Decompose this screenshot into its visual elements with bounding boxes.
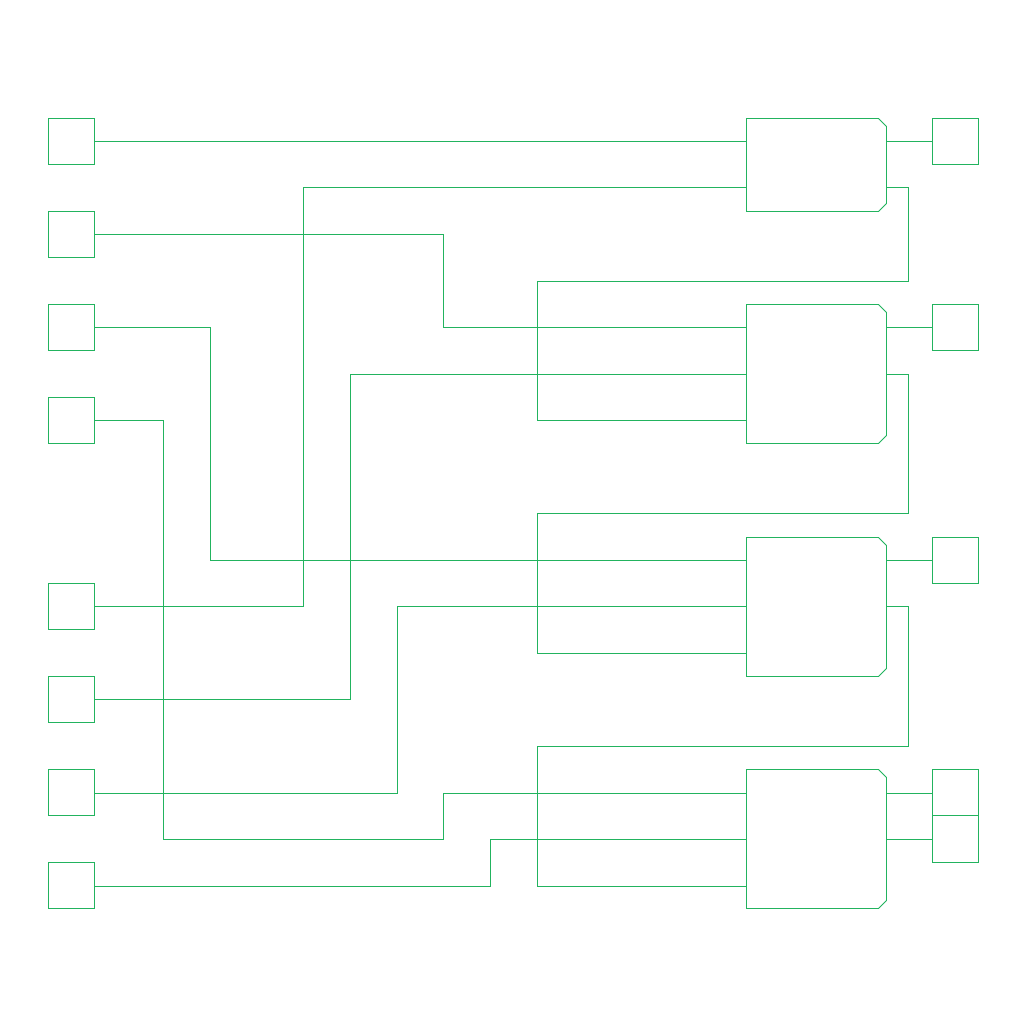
- input-pin[interactable]: [48, 304, 95, 351]
- wire-block-1-block-2: [537, 187, 909, 421]
- wire-in-7-block-3: [94, 606, 747, 794]
- input-pin[interactable]: [48, 583, 95, 630]
- input-pin[interactable]: [48, 211, 95, 258]
- logic-block[interactable]: [746, 537, 887, 677]
- input-pin[interactable]: [48, 118, 95, 165]
- input-pin[interactable]: [48, 862, 95, 909]
- wire-in-6-block-2: [94, 374, 747, 700]
- logic-block[interactable]: [746, 769, 887, 909]
- wire-block-3-block-4: [537, 606, 909, 887]
- output-pin[interactable]: [932, 815, 979, 863]
- input-pin[interactable]: [48, 397, 95, 444]
- wire-block-2-block-3: [537, 374, 909, 654]
- logic-block-column: [746, 118, 887, 909]
- output-pin-column: [932, 118, 979, 863]
- output-pin[interactable]: [932, 304, 979, 351]
- wire-in-5-block-1: [94, 187, 747, 607]
- logic-block[interactable]: [746, 118, 887, 212]
- wire-in-2-block-2: [94, 234, 747, 328]
- input-pin[interactable]: [48, 769, 95, 816]
- wire-in-3-block-3: [94, 327, 747, 561]
- input-pin[interactable]: [48, 676, 95, 723]
- wire-layer: [94, 141, 933, 887]
- wire-in-4-block-4: [94, 420, 747, 840]
- wire-in-8-block-4: [94, 839, 747, 887]
- output-pin[interactable]: [932, 537, 979, 584]
- logic-block[interactable]: [746, 304, 887, 444]
- output-pin[interactable]: [932, 118, 979, 165]
- input-pin-column: [48, 118, 95, 909]
